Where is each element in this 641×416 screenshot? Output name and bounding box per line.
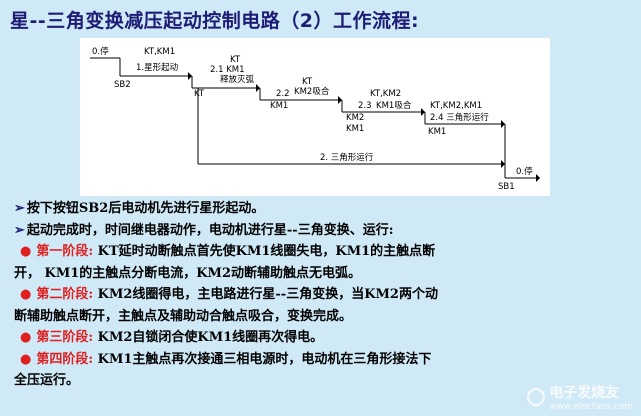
label-release-arc: 释放灭弧 <box>220 74 255 85</box>
arrow-step21 <box>256 84 260 92</box>
watermark-text: 电子发烧友 <box>549 385 620 401</box>
label-stop-start: 0.停 <box>92 46 109 57</box>
label-kt-km1: KT,KM1 <box>144 47 175 57</box>
list-item: ●第四阶段: KM1主触点再次接通三相电源时，电动机在三角形接法下 <box>14 349 634 371</box>
label-kt-km2: KT,KM2 <box>370 89 401 99</box>
watermark-url: www.elecfans.com <box>549 402 633 412</box>
watermark: 电子发烧友 www.elecfans.com <box>527 382 633 412</box>
arrow-step23 <box>421 108 425 116</box>
red-dot-icon: ● <box>20 351 32 367</box>
list-item: 全压运行。 <box>14 370 634 392</box>
phase2-label: 第二阶段: <box>36 287 94 302</box>
phase1-text-b: 开， KM1的主触点分断电流，KM2动断辅助触点无电弧。 <box>14 265 361 281</box>
list-item: 断辅助触点断开，主触点及辅助动合触点吸合，变换完成。 <box>14 306 634 328</box>
phase4-label: 第四阶段: <box>36 351 94 367</box>
label-step2: 2. 三角形运行 <box>320 152 374 163</box>
label-step24: 2.4 三角形运行 <box>430 112 489 123</box>
arrow-step24 <box>501 120 505 128</box>
line2-text: 起动完成时，时间继电器动作，电动机进行星--三角变换、运行: <box>26 222 394 238</box>
label-km2-pull-kt: KT <box>302 77 313 87</box>
arrow-step1 <box>188 72 192 80</box>
label-sb1: SB1 <box>498 182 515 192</box>
phase4-text-a: KM1主触点再次接通三相电源时，电动机在三角形接法下 <box>93 351 432 367</box>
phase4-text-b: 全压运行。 <box>14 373 80 388</box>
label-kt-node: KT <box>194 89 205 99</box>
phase1-label: 第一阶段: <box>36 244 94 259</box>
arrow-step22 <box>338 96 342 104</box>
label-km2-pull: KM2吸合 <box>294 86 330 97</box>
phase3-text: KM2自锁闭合使KM1线圈再次得电。 <box>93 330 324 345</box>
list-item: ● 第一阶段: KT延时动断触点首先使KM1线圈失电，KM1的主触点断 <box>14 241 634 263</box>
label-km1-pull: KM1吸合 <box>376 100 412 111</box>
label-step21: 2.1 KM1 <box>210 65 245 75</box>
arrow-bullet-icon: ➢ <box>14 222 25 238</box>
workflow-diagram: 0.停 SB2 KT,KM1 1.星形起动 KT KT 2.1 KM1 释放灭弧… <box>80 38 550 196</box>
list-item: ● 第三阶段: KM2自锁闭合使KM1线圈再次得电。 <box>14 327 634 349</box>
label-km1-c: KM1 <box>428 127 446 137</box>
phase2-text-b: 断辅助触点断开，主触点及辅助动合触点吸合，变换完成。 <box>14 308 353 324</box>
arrow-bullet-icon: ➢ <box>14 201 25 216</box>
page-title: 星--三角变换减压起动控制电路（2）工作流程: <box>10 10 420 32</box>
label-step23: 2.3 <box>358 101 372 111</box>
phase2-text-a: KM2线圈得电，主电路进行星--三角变换，当KM2两个动 <box>93 287 438 302</box>
red-dot-icon: ● <box>20 330 32 345</box>
label-step1: 1.星形起动 <box>136 62 179 73</box>
list-item: ➢起动完成时，时间继电器动作，电动机进行星--三角变换、运行: <box>14 220 634 242</box>
label-km2-node: KM2 <box>346 113 364 123</box>
list-item: ● 第二阶段: KM2线圈得电，主电路进行星--三角变换，当KM2两个动 <box>14 284 634 306</box>
label-step21-kt: KT <box>230 55 241 65</box>
arrow-step2 <box>501 160 505 168</box>
line1-text: 按下按钮SB2后电动机先进行星形起动。 <box>26 201 265 216</box>
red-dot-icon: ● <box>20 287 32 302</box>
label-km1-b: KM1 <box>346 124 364 134</box>
label-km1-a: KM1 <box>270 101 288 111</box>
workflow-svg: 0.停 SB2 KT,KM1 1.星形起动 KT KT 2.1 KM1 释放灭弧… <box>90 46 540 192</box>
arrow-end <box>536 174 540 182</box>
phase1-text-a: KT延时动断触点首先使KM1线圈失电，KM1的主触点断 <box>93 244 436 259</box>
description: ➢按下按钮SB2后电动机先进行星形起动。 ➢起动完成时，时间继电器动作，电动机进… <box>14 198 634 392</box>
red-dot-icon: ● <box>20 244 32 259</box>
list-item: 开， KM1的主触点分断电流，KM2动断辅助触点无电弧。 <box>14 263 634 285</box>
label-sb2: SB2 <box>114 80 131 90</box>
label-kt-km2-km1: KT,KM2,KM1 <box>430 101 482 111</box>
label-stop-end: 0.停 <box>516 166 533 177</box>
watermark-logo-icon <box>527 388 546 406</box>
phase3-label: 第三阶段: <box>36 330 94 345</box>
label-step22: 2.2 <box>276 89 290 99</box>
list-item: ➢按下按钮SB2后电动机先进行星形起动。 <box>14 198 634 220</box>
